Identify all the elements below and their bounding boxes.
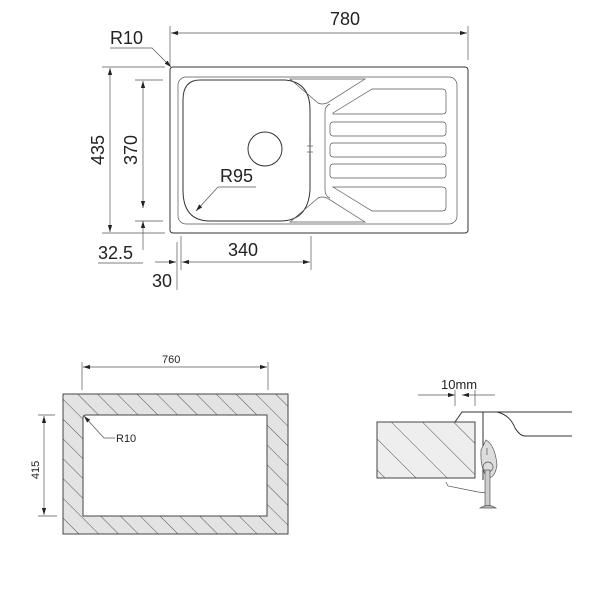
cutout-hatched-frame bbox=[62, 393, 289, 535]
overflow-icon bbox=[307, 143, 313, 155]
cutout-height-label: 415 bbox=[30, 461, 42, 479]
rim-width-label: 10mm bbox=[441, 377, 477, 392]
overall-width-label: 780 bbox=[330, 9, 360, 29]
side-offset-label: 30 bbox=[152, 271, 172, 291]
cutout-radius-label: R10 bbox=[116, 433, 136, 445]
mounting-section-view: 10mm bbox=[376, 377, 572, 509]
bowl-outline bbox=[182, 79, 311, 222]
bowl-height-label: 370 bbox=[121, 135, 141, 165]
sink-rim bbox=[177, 76, 458, 225]
cutout-view: 760 415 R10 bbox=[30, 354, 289, 535]
mounting-bracket bbox=[445, 481, 488, 494]
bowl-radius-label: R95 bbox=[220, 166, 253, 186]
sink-outline bbox=[169, 66, 469, 234]
overall-height-label: 435 bbox=[88, 135, 108, 165]
countertop-section bbox=[376, 421, 476, 479]
drainer-frame bbox=[289, 78, 367, 223]
mounting-clip-icon bbox=[478, 439, 498, 509]
drainer-ribs bbox=[329, 88, 447, 212]
drain-hole bbox=[247, 131, 283, 167]
bowl-width-label: 340 bbox=[228, 240, 258, 260]
sink-top-view: 780 R10 435 370 R95 32.5 340 30 bbox=[88, 9, 469, 291]
bottom-offset-label: 32.5 bbox=[98, 243, 133, 263]
corner-radius-label: R10 bbox=[110, 28, 143, 48]
cutout-width-label: 760 bbox=[162, 354, 180, 366]
